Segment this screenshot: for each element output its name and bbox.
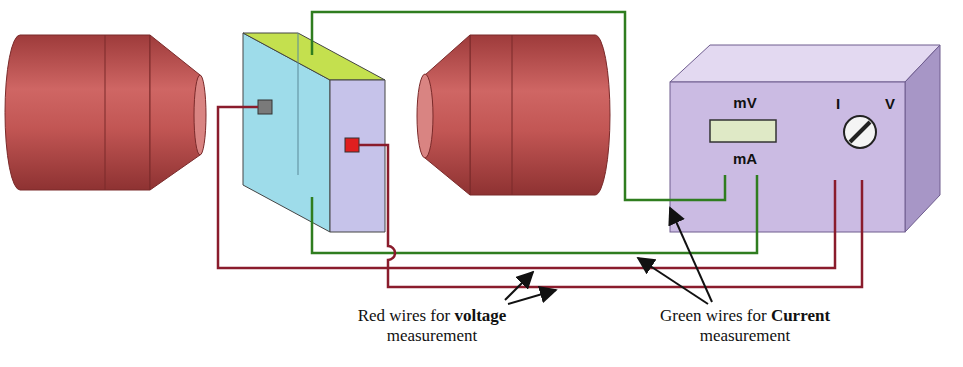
unit-label: mA [733, 151, 757, 166]
left-magnet-pole [5, 35, 206, 190]
hall-sample [243, 33, 385, 232]
right-magnet-pole [417, 35, 610, 195]
mode-label: V [885, 96, 895, 111]
pointer-arrows [505, 208, 712, 304]
unit-label: mV [733, 95, 756, 110]
multimeter [670, 45, 940, 232]
current-wires [312, 12, 757, 253]
caption-note: Green wires for Current measurement [638, 306, 852, 345]
caption-note: Red wires for voltage measurement [325, 306, 539, 345]
mode-label: I [836, 96, 840, 111]
voltage-wires [218, 107, 862, 287]
multimeter-panel: mV mA I V [670, 82, 905, 232]
